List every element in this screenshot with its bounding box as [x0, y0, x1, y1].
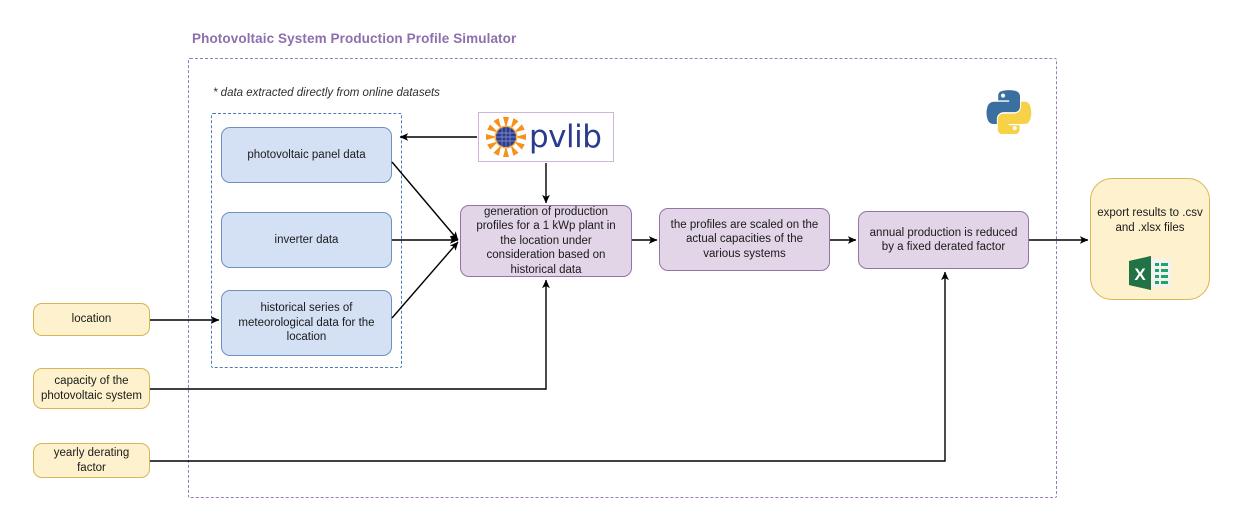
node-export-results[interactable]: export results to .csv and .xlsx files X [1090, 178, 1210, 300]
node-label: photovoltaic panel data [247, 148, 366, 161]
node-inverter-data[interactable]: inverter data [221, 212, 392, 268]
node-label: historical series of meteorological data… [238, 302, 375, 344]
pvlib-wordmark: pvlib [529, 118, 602, 155]
pvlib-logo-box: pvlib [478, 112, 614, 162]
python-logo-icon [986, 90, 1032, 134]
node-label: yearly derating factor [53, 447, 130, 474]
node-label: the profiles are scaled on the actual ca… [670, 218, 819, 260]
page-title: Photovoltaic System Production Profile S… [192, 31, 517, 46]
node-input-derating-factor[interactable]: yearly derating factor [33, 443, 150, 478]
node-process-derating[interactable]: annual production is reduced by a fixed … [858, 211, 1029, 269]
node-input-location[interactable]: location [33, 303, 150, 336]
node-label: location [71, 313, 112, 326]
excel-icon: X [1129, 256, 1171, 290]
export-label: export results to .csv and .xlsx files [1097, 207, 1203, 234]
node-input-capacity[interactable]: capacity of the photovoltaic system [33, 368, 150, 409]
node-photovoltaic-panel-data[interactable]: photovoltaic panel data [221, 127, 392, 183]
node-label: generation of production profiles for a … [476, 205, 616, 276]
svg-text:X: X [1134, 265, 1146, 284]
node-label: capacity of the photovoltaic system [41, 375, 142, 402]
node-label: annual production is reduced by a fixed … [869, 226, 1018, 254]
node-process-scaling[interactable]: the profiles are scaled on the actual ca… [659, 208, 830, 271]
pvlib-sun-icon [486, 117, 526, 157]
node-meteorological-data[interactable]: historical series of meteorological data… [221, 290, 392, 356]
node-label: inverter data [274, 233, 339, 246]
footnote-text: * data extracted directly from online da… [213, 87, 440, 99]
node-process-generation[interactable]: generation of production profiles for a … [460, 205, 632, 277]
